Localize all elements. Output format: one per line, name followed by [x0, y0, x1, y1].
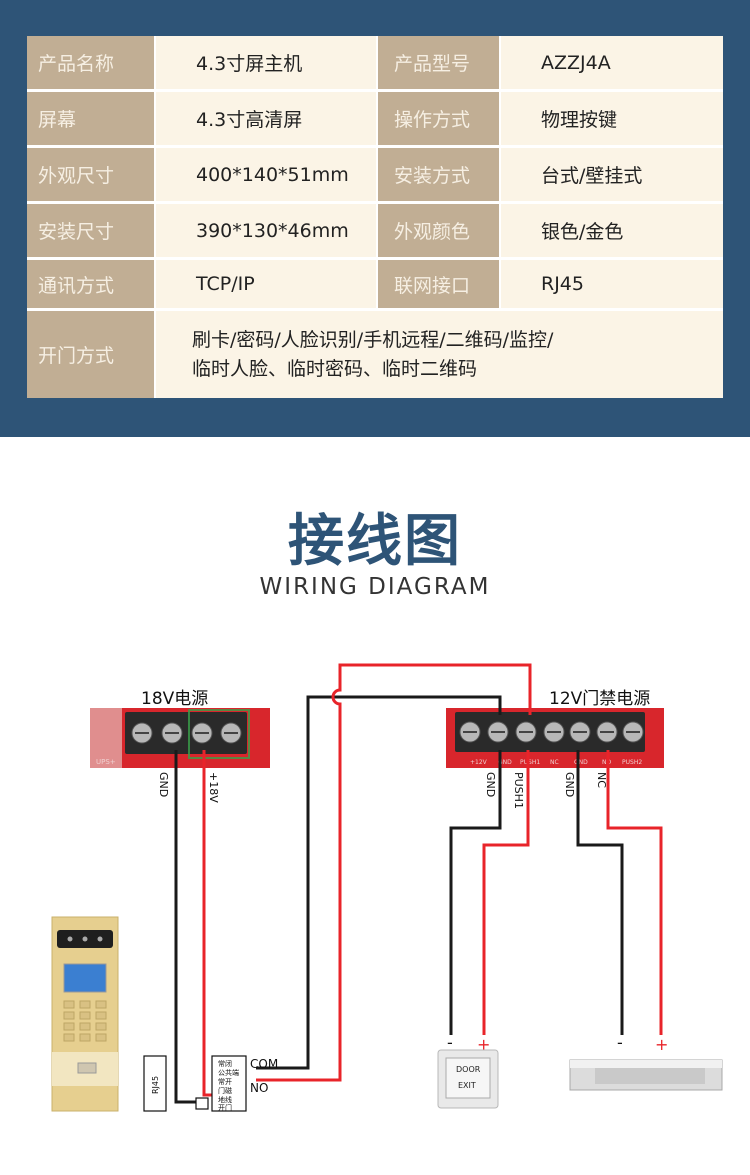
spec-value: AZZJ4A [501, 36, 723, 89]
board-label-gnd2: GND [574, 759, 588, 766]
com-label: COM [250, 1057, 278, 1071]
gnd-connector [195, 1097, 209, 1110]
terminal-line: 地线 [218, 1095, 232, 1104]
board-label-12v: +12V [470, 759, 488, 766]
rj45-label: RJ45 [151, 1076, 160, 1094]
spec-label: 安装尺寸 [27, 204, 154, 257]
spec-value: TCP/IP [156, 260, 376, 308]
terminal-line: 常开 [218, 1077, 232, 1086]
psu-12v-title: 12V门禁电源 [549, 689, 650, 709]
maglock-plus-label: + [655, 1035, 668, 1054]
door-methods-line2: 临时人脸、临时密码、临时二维码 [192, 357, 478, 380]
spec-value: RJ45 [501, 260, 723, 308]
spec-value: 400*140*51mm [156, 148, 376, 201]
board-silk-text: UPS+ [96, 758, 116, 766]
spec-label: 外观颜色 [378, 204, 499, 257]
spec-value: 4.3寸屏主机 [156, 36, 376, 89]
spec-label: 产品名称 [27, 36, 154, 89]
no-label: NO [250, 1081, 268, 1095]
spec-label: 外观尺寸 [27, 148, 154, 201]
spec-value: 390*130*46mm [156, 204, 376, 257]
exit-plus-label: + [477, 1035, 490, 1054]
spec-value: 银色/金色 [501, 204, 723, 257]
section-title: 接线图 [288, 509, 462, 574]
spec-label: 产品型号 [378, 36, 499, 89]
board-label-nc: NC [550, 759, 559, 766]
screw-terminals [131, 722, 242, 744]
board-label-push2: PUSH2 [622, 759, 642, 766]
exit-button-text: EXIT [458, 1081, 476, 1090]
wiring-diagram: UPS+ 18V电源 GND +18V +12V GND PUSH1 NC GN… [51, 663, 723, 1112]
psu12-gnd2-label: GND [563, 772, 576, 797]
exit-button: DOOR EXIT [437, 1049, 499, 1109]
psu12-gnd-label: GND [484, 772, 497, 797]
terminal-line: 门磁 [218, 1086, 232, 1095]
maglock-minus-label: - [617, 1033, 623, 1052]
psu-18v: UPS+ [90, 708, 270, 768]
spec-label: 联网接口 [378, 260, 499, 308]
exit-button-text: DOOR [456, 1065, 481, 1074]
psu-18v-title: 18V电源 [141, 689, 208, 709]
door-methods-line1: 刷卡/密码/人脸识别/手机远程/二维码/监控/ [192, 328, 554, 351]
section-subtitle: WIRING DIAGRAM [259, 574, 491, 600]
psu18-gnd-label: GND [157, 772, 170, 797]
screw-terminals [459, 721, 644, 743]
psu18-plus18v-label: +18V [207, 772, 220, 803]
spec-label: 操作方式 [378, 92, 499, 145]
psu12-nc-label: NC [595, 772, 608, 788]
intercom-panel [51, 916, 119, 1112]
spec-label: 屏幕 [27, 92, 154, 145]
psu-12v: +12V GND PUSH1 NC GND NO PUSH2 [446, 708, 664, 768]
spec-label: 通讯方式 [27, 260, 154, 308]
spec-label: 安装方式 [378, 148, 499, 201]
magnetic-lock [569, 1059, 723, 1091]
spec-value: 台式/壁挂式 [501, 148, 723, 201]
psu12-push1-label: PUSH1 [512, 772, 525, 809]
board-label-gnd: GND [498, 759, 512, 766]
spec-table: 产品名称 4.3寸屏主机 产品型号 AZZJ4A 屏幕 4.3寸高清屏 操作方式… [27, 36, 723, 398]
terminal-line: 公共端 [218, 1068, 239, 1077]
board-label-push1: PUSH1 [520, 759, 540, 766]
exit-minus-label: - [447, 1033, 453, 1052]
rj45-box [143, 1055, 167, 1112]
spec-label: 开门方式 [27, 311, 154, 398]
terminal-block [211, 1055, 247, 1112]
terminal-line: 常闭 [218, 1059, 232, 1068]
spec-value-door: 刷卡/密码/人脸识别/手机远程/二维码/监控/ 临时人脸、临时密码、临时二维码 [156, 311, 723, 398]
terminal-line: 开门 [218, 1103, 232, 1112]
spec-value: 物理按键 [501, 92, 723, 145]
spec-value: 4.3寸高清屏 [156, 92, 376, 145]
